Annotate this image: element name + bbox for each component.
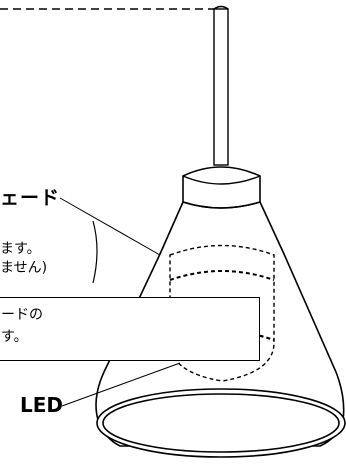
shade-label: ェード xyxy=(0,187,61,209)
led-bulb-outline xyxy=(169,244,275,382)
boxed-note-line-2: す。 xyxy=(1,329,28,345)
shade-rim-inner xyxy=(102,393,340,453)
boxed-note-line-1: ードの xyxy=(1,307,43,323)
socket-cap xyxy=(182,166,261,209)
note-line-2: ません) xyxy=(0,260,48,276)
led-bulb-band-bottom xyxy=(169,329,275,342)
cord xyxy=(213,8,229,166)
shade-rim-outer xyxy=(96,388,346,458)
shade-leader-line xyxy=(59,197,161,256)
cord-top-cap xyxy=(213,5,229,10)
led-leader-line xyxy=(61,362,181,407)
socket-cap-rim xyxy=(182,175,261,185)
note-line-1: ます。 xyxy=(0,241,41,257)
boxed-note: ードの す。 xyxy=(0,297,260,361)
note-bracket xyxy=(92,220,98,284)
led-bulb-band-top xyxy=(169,270,275,281)
led-label: LED xyxy=(20,393,64,417)
